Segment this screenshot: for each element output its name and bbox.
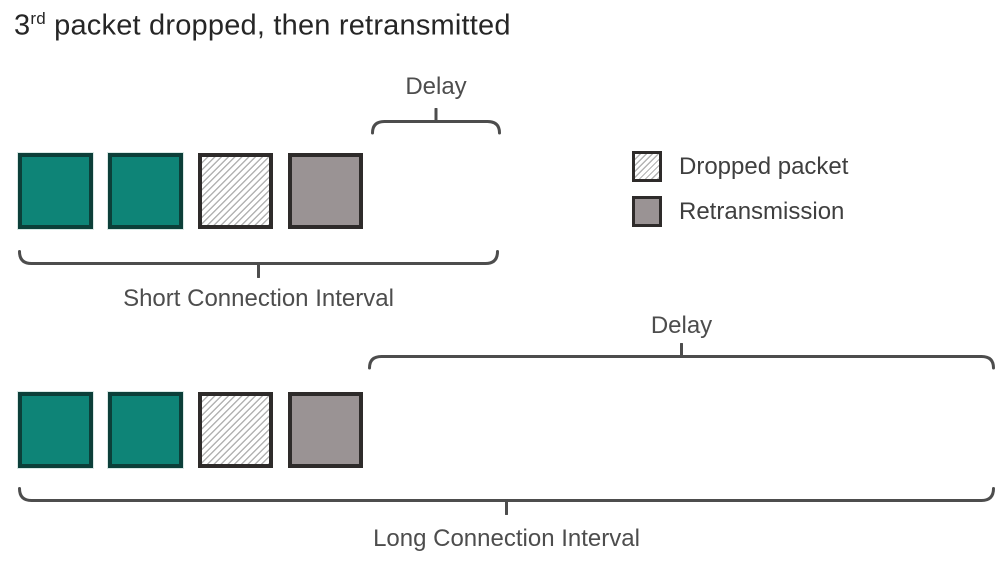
title-superscript: rd: [30, 9, 46, 28]
delay-label-short: Delay: [405, 73, 467, 100]
packet-dropped: [198, 153, 273, 229]
packet-sent: [107, 152, 184, 230]
retransmission-swatch-icon: [632, 196, 662, 227]
legend-item-dropped: Dropped packet: [632, 151, 848, 182]
legend-item-retransmission: Retransmission: [632, 196, 848, 227]
packet-sent: [17, 152, 94, 230]
title-text: packet dropped, then retransmitted: [45, 9, 511, 42]
packet-dropped: [198, 392, 273, 468]
packet-row-long: [17, 391, 363, 469]
packet-sent: [107, 391, 184, 469]
packet-retransmission: [288, 392, 363, 468]
page-title: 3rd packet dropped, then retransmitted: [14, 9, 511, 43]
long-interval-label: Long Connection Interval: [373, 525, 640, 552]
long-interval-brace: [18, 487, 995, 515]
delay-brace-long: [368, 343, 995, 370]
short-interval-brace: [18, 250, 499, 278]
legend: Dropped packet Retransmission: [632, 151, 848, 227]
packet-sent: [17, 391, 94, 469]
delay-label-long: Delay: [650, 312, 713, 339]
legend-label-dropped: Dropped packet: [679, 152, 849, 180]
legend-label-retransmission: Retransmission: [679, 197, 845, 225]
packet-row-short: [17, 152, 363, 230]
packet-retransmission: [288, 153, 363, 229]
short-interval-label: Short Connection Interval: [123, 285, 394, 312]
delay-brace-short: [371, 108, 501, 135]
title-number: 3: [14, 9, 31, 42]
dropped-packet-swatch-icon: [632, 151, 662, 182]
